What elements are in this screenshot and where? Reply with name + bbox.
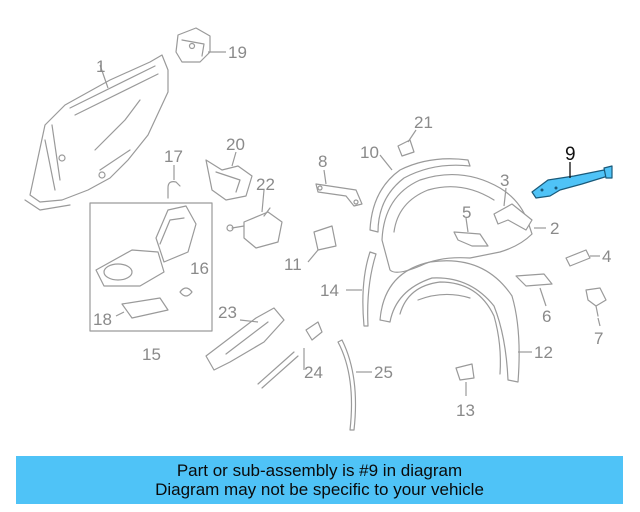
part-17-hook	[167, 181, 181, 199]
callout-2: 2	[550, 219, 559, 238]
callout-8: 8	[318, 152, 327, 171]
callout-3: 3	[500, 171, 509, 190]
callout-5: 5	[462, 203, 471, 222]
callout-17: 17	[164, 147, 183, 166]
part-2-wheel-arch-panel	[381, 173, 533, 273]
part-3-bracket	[493, 203, 533, 231]
part-22-actuator	[226, 207, 283, 249]
part-11-plate	[313, 225, 337, 251]
callout-21: 21	[414, 113, 433, 132]
part-9-highlighted[interactable]	[531, 165, 613, 199]
callout-6: 6	[542, 307, 551, 326]
part-14-strip	[362, 251, 377, 327]
part-5-bracket	[453, 231, 489, 247]
part-21-clip	[397, 139, 415, 157]
callout-19: 19	[228, 43, 247, 62]
part-1-quarter-panel	[24, 54, 169, 211]
part-15-fuel-door-group	[89, 202, 213, 332]
callout-9: 9	[565, 144, 576, 165]
callout-22: 22	[256, 175, 275, 194]
banner-line-2: Diagram may not be specific to your vehi…	[155, 480, 484, 499]
callout-20: 20	[226, 135, 245, 154]
part-25-strip	[337, 339, 357, 431]
callout-11: 11	[284, 255, 302, 274]
callout-12: 12	[534, 343, 553, 362]
callout-4: 4	[602, 247, 611, 266]
callout-1: 1	[96, 57, 105, 76]
parts-diagram: 1 19 17 20 22 16 18 15	[24, 27, 613, 431]
callout-24: 24	[304, 363, 323, 382]
callout-7: 7	[594, 329, 603, 348]
callout-10: 10	[360, 143, 379, 162]
part-12-wheelhouse	[379, 260, 520, 383]
part-20-bracket	[205, 159, 253, 201]
part-19-bracket	[175, 27, 211, 63]
callout-13: 13	[456, 401, 475, 420]
info-banner: Part or sub-assembly is #9 in diagram Di…	[16, 456, 623, 504]
part-7-screw	[585, 287, 607, 317]
part-24-rod	[257, 321, 323, 389]
part-6-bracket	[515, 273, 553, 287]
banner-line-1: Part or sub-assembly is #9 in diagram	[176, 461, 463, 480]
part-8-bracket	[315, 183, 363, 207]
callout-15: 15	[142, 345, 161, 364]
callout-25: 25	[374, 363, 393, 382]
part-13-clip	[455, 363, 475, 381]
part-23-bracket	[205, 307, 285, 371]
callout-23: 23	[218, 303, 237, 322]
callout-18: 18	[93, 310, 112, 329]
part-10-strip	[369, 158, 471, 233]
callout-16: 16	[190, 259, 209, 278]
callout-14: 14	[320, 281, 339, 300]
part-4-clip	[565, 249, 591, 267]
